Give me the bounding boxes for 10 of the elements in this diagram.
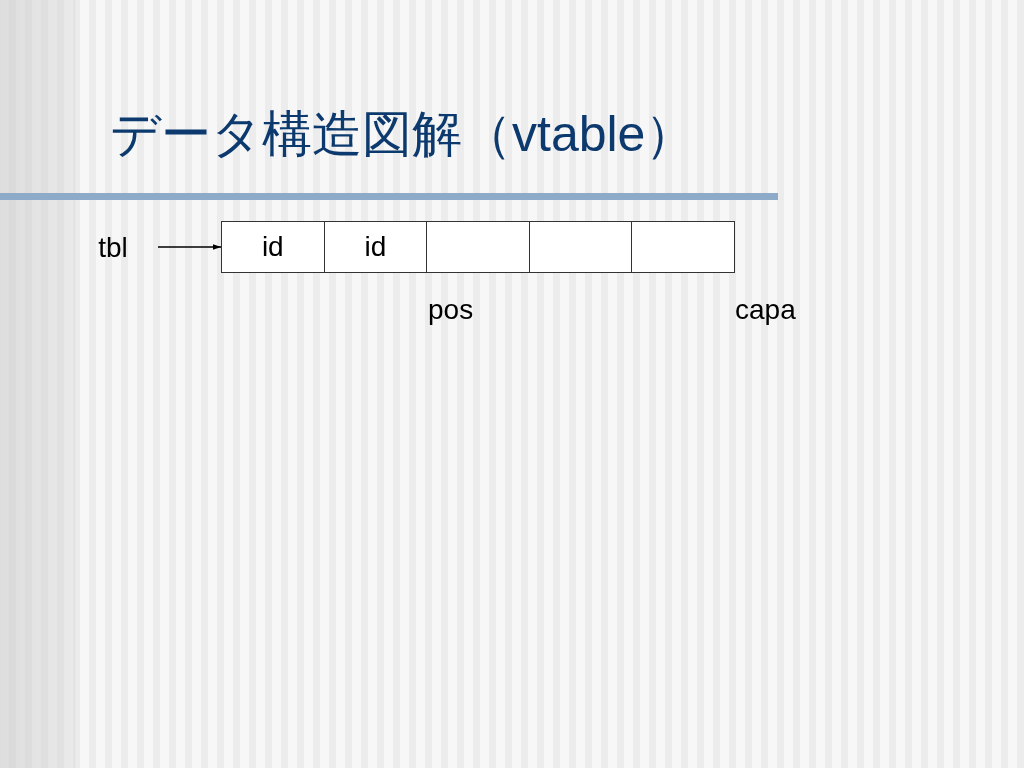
array-cell — [631, 221, 735, 273]
arrow — [157, 244, 222, 250]
array-cell: id — [221, 221, 325, 273]
position-label: pos — [428, 293, 474, 327]
array-cell — [426, 221, 530, 273]
pointer-label: tbl — [92, 230, 134, 266]
array-cell — [528, 221, 633, 273]
array-cell: id — [323, 221, 428, 273]
capacity-label: capa — [735, 293, 796, 327]
slide-title: データ構造図解（vtable） — [110, 105, 696, 164]
